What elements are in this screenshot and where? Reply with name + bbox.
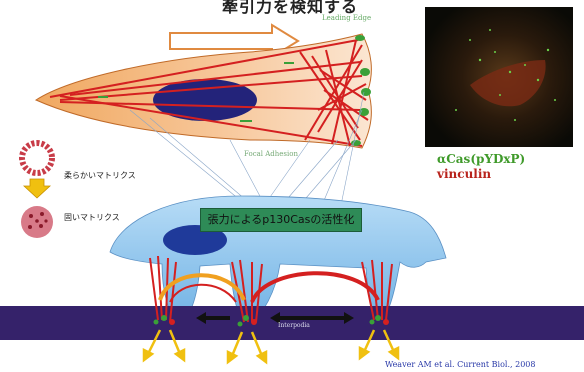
interpodia-label: Interpodia [278, 322, 310, 329]
citation: Weaver AM et al. Current Biol., 2008 [385, 360, 535, 369]
legend-acas: αCas(pYDxP) [437, 152, 525, 166]
down-arrow-icon [24, 179, 50, 198]
soft-matrix-label: 柔らかいマトリクス [64, 170, 136, 181]
hard-matrix-label: 固いマトリクス [64, 212, 120, 223]
soft-matrix-icon [22, 143, 52, 173]
leading-edge-label: Leading Edge [322, 14, 371, 22]
legend-vinculin: vinculin [437, 167, 491, 181]
focal-adhesion-label: Focal Adhesion [244, 150, 298, 158]
tension-label: 張力によるp130Casの活性化 [200, 208, 362, 232]
